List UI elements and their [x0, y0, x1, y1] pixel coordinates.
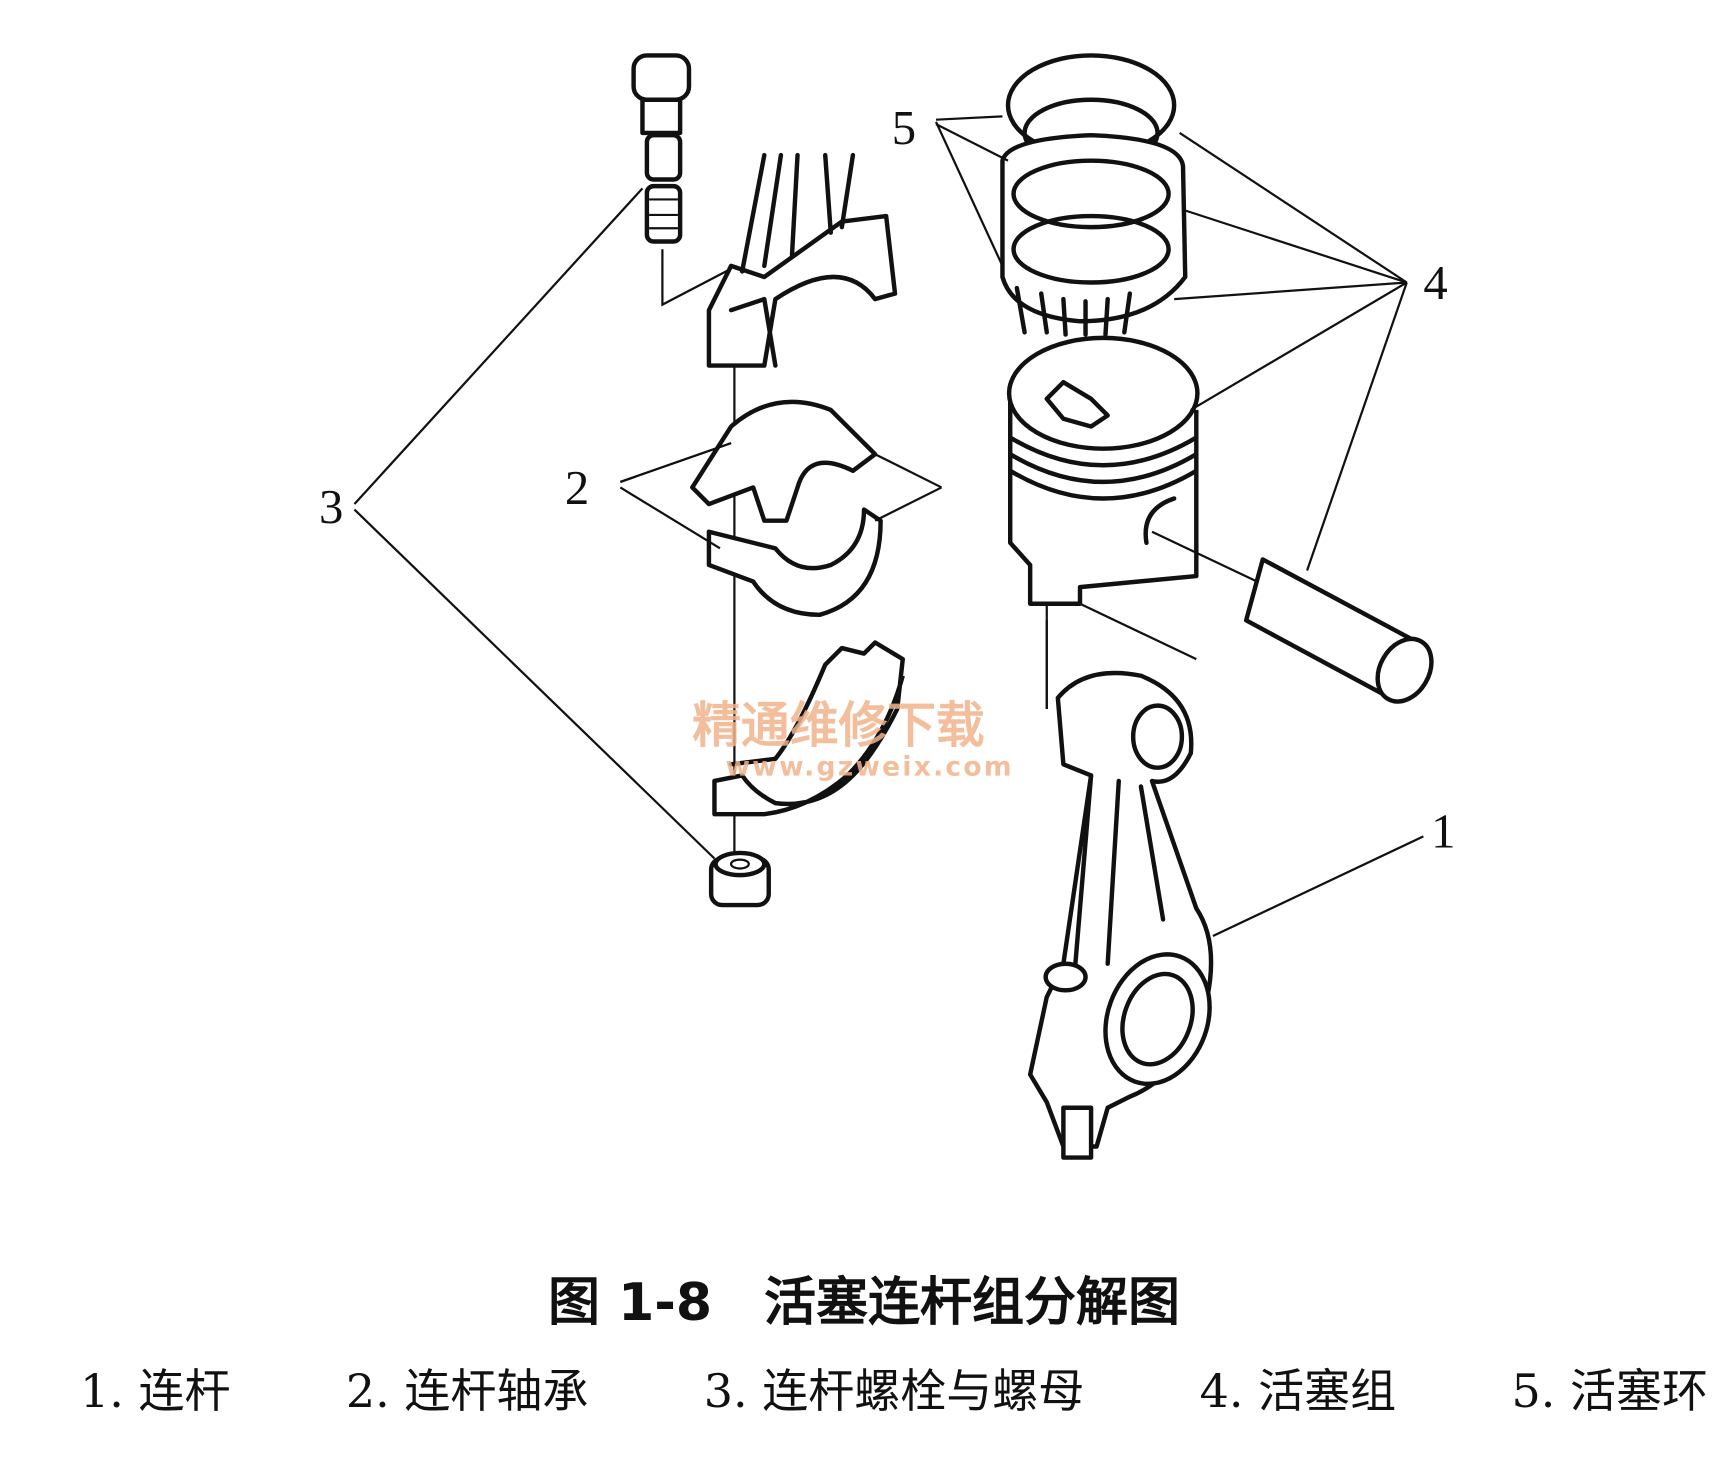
legend-item: 2. 连杆轴承 — [345, 1364, 589, 1418]
piston-rings — [1000, 53, 1188, 337]
figure-legend: 1. 连杆 2. 连杆轴承 3. 连杆螺栓与螺母 4. 活塞组 5. 活塞环 — [80, 1355, 1708, 1421]
callout-5: 5 — [892, 101, 916, 155]
legend-item: 1. 连杆 — [80, 1364, 231, 1418]
legend-item: 3. 连杆螺栓与螺母 — [703, 1364, 1085, 1418]
connecting-rod-nut — [708, 850, 771, 908]
piston-pin — [1151, 530, 1434, 704]
watermark-url: www.gzweix.com — [726, 751, 1014, 782]
leader-lines — [353, 115, 1424, 938]
callout-4: 4 — [1423, 256, 1447, 310]
connecting-rod-bearing — [619, 399, 943, 618]
watermark-text: 精通维修下载 — [692, 697, 984, 754]
callout-3: 3 — [319, 480, 343, 534]
connecting-rod-bolt — [631, 53, 738, 307]
connecting-rod-cap — [712, 640, 905, 817]
legend-item: 5. 活塞环 — [1511, 1364, 1708, 1418]
piston — [1006, 335, 1200, 606]
callout-2: 2 — [565, 461, 589, 515]
callout-1: 1 — [1431, 804, 1455, 858]
connecting-rod-big-end-upper — [706, 152, 898, 368]
figure-title: 图 1-8 活塞连杆组分解图 — [547, 1273, 1181, 1333]
connecting-rod — [1027, 602, 1214, 1160]
legend-item: 4. 活塞组 — [1199, 1364, 1397, 1418]
